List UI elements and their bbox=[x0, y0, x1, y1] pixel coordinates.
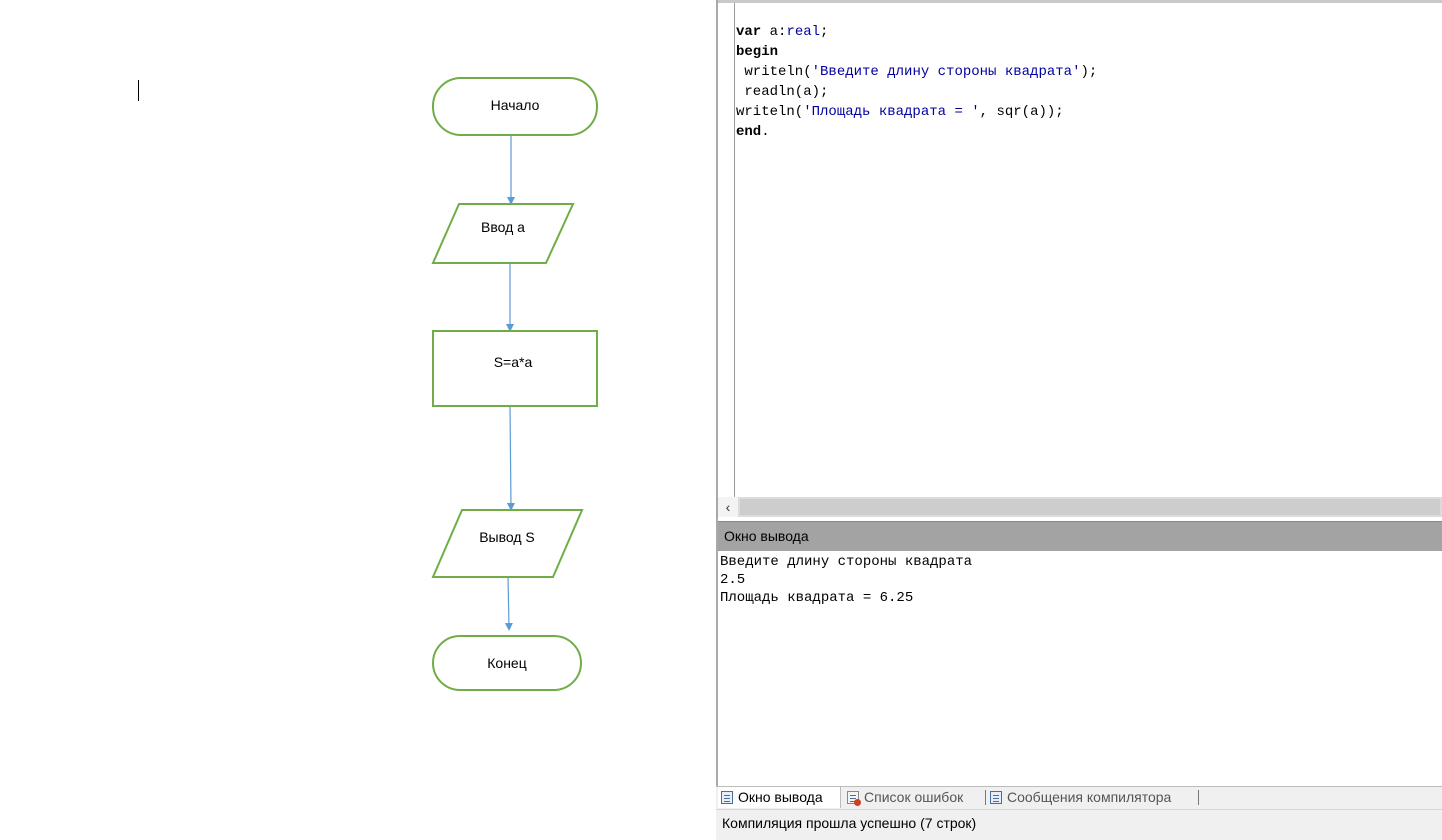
code-line[interactable]: begin bbox=[736, 42, 1097, 62]
flowchart: Начало Ввод а S=a*a Вывод S Конец bbox=[431, 77, 598, 691]
tab-error-list[interactable]: Список ошибок bbox=[844, 787, 963, 808]
end-terminal-shape bbox=[432, 635, 582, 691]
input-parallelogram-shape bbox=[431, 203, 575, 264]
output-text: Введите длину стороны квадрата 2.5 Площа… bbox=[720, 553, 972, 607]
start-terminal-shape bbox=[432, 77, 598, 136]
ide-top-border bbox=[716, 0, 1442, 3]
output-panel[interactable]: Введите длину стороны квадрата 2.5 Площа… bbox=[718, 551, 1442, 786]
code-token: a: bbox=[761, 24, 787, 40]
process-box-shape bbox=[432, 330, 598, 407]
editor-horizontal-scrollbar[interactable]: ‹ bbox=[718, 497, 1442, 517]
ide-left-border bbox=[716, 0, 718, 810]
code-type: real bbox=[786, 24, 821, 40]
output-line: Введите длину стороны квадрата bbox=[720, 554, 973, 570]
code-editor[interactable]: var a:real;begin writeln('Введите длину … bbox=[718, 3, 1442, 497]
tab-compiler-messages[interactable]: Сообщения компилятора bbox=[987, 787, 1171, 808]
output-list-icon bbox=[721, 791, 733, 804]
code-string: 'Площадь квадрата = ' bbox=[803, 104, 980, 120]
tab-output-label: Окно вывода bbox=[738, 789, 823, 805]
end-terminal-label: Конец bbox=[487, 655, 526, 671]
code-line[interactable]: end. bbox=[736, 122, 1097, 142]
code-line[interactable]: writeln('Введите длину стороны квадрата'… bbox=[736, 62, 1097, 82]
scrollbar-thumb[interactable] bbox=[740, 499, 1440, 515]
code-keyword: begin bbox=[736, 44, 779, 60]
bottom-tab-bar: Окно вывода Список ошибок Сообщения комп… bbox=[716, 786, 1442, 809]
status-bar: Компиляция прошла успешно (7 строк) bbox=[716, 809, 1442, 840]
scroll-left-arrow-icon[interactable]: ‹ bbox=[718, 497, 738, 517]
text-cursor bbox=[138, 80, 139, 101]
code-line[interactable]: writeln('Площадь квадрата = ', sqr(a)); bbox=[736, 102, 1097, 122]
output-line: 2.5 bbox=[720, 572, 746, 588]
code-token: writeln( bbox=[736, 104, 804, 120]
code-token: writeln( bbox=[736, 64, 812, 80]
ide-window: var a:real;begin writeln('Введите длину … bbox=[716, 0, 1442, 840]
tab-separator bbox=[1198, 790, 1199, 805]
tab-errors-label: Список ошибок bbox=[864, 789, 964, 805]
arrow-process-to-output bbox=[506, 405, 515, 511]
code-line[interactable]: readln(a); bbox=[736, 82, 1097, 102]
output-line: Площадь квадрата = 6.25 bbox=[720, 590, 914, 606]
code-keyword: end bbox=[736, 124, 762, 140]
arrow-output-to-end bbox=[504, 576, 513, 631]
start-terminal-label: Начало bbox=[491, 97, 540, 113]
tab-compiler-label: Сообщения компилятора bbox=[1007, 789, 1172, 805]
process-box-label: S=a*a bbox=[494, 354, 533, 370]
output-parallelogram-shape bbox=[431, 509, 584, 578]
code-token: readln(a); bbox=[736, 84, 829, 100]
output-panel-title: Окно вывода bbox=[724, 528, 809, 544]
tab-separator bbox=[985, 790, 986, 805]
input-parallelogram-label: Ввод а bbox=[481, 219, 525, 235]
code-line[interactable]: var a:real; bbox=[736, 22, 1097, 42]
editor-gutter bbox=[734, 3, 735, 497]
output-panel-header: Окно вывода bbox=[718, 521, 1442, 551]
code-token: ; bbox=[820, 24, 829, 40]
code-token: , sqr(a)); bbox=[979, 104, 1064, 120]
code-text[interactable]: var a:real;begin writeln('Введите длину … bbox=[736, 22, 1097, 142]
status-text: Компиляция прошла успешно (7 строк) bbox=[722, 815, 977, 831]
code-keyword: var bbox=[736, 24, 762, 40]
error-list-icon bbox=[847, 791, 861, 806]
compiler-messages-icon bbox=[990, 791, 1002, 804]
tab-output-window[interactable]: Окно вывода bbox=[718, 787, 841, 808]
output-parallelogram-label: Вывод S bbox=[479, 529, 535, 545]
document-area: Начало Ввод а S=a*a Вывод S Конец bbox=[0, 0, 716, 839]
code-token: . bbox=[761, 124, 770, 140]
code-token: ); bbox=[1080, 64, 1098, 80]
code-string: 'Введите длину стороны квадрата' bbox=[811, 64, 1081, 80]
